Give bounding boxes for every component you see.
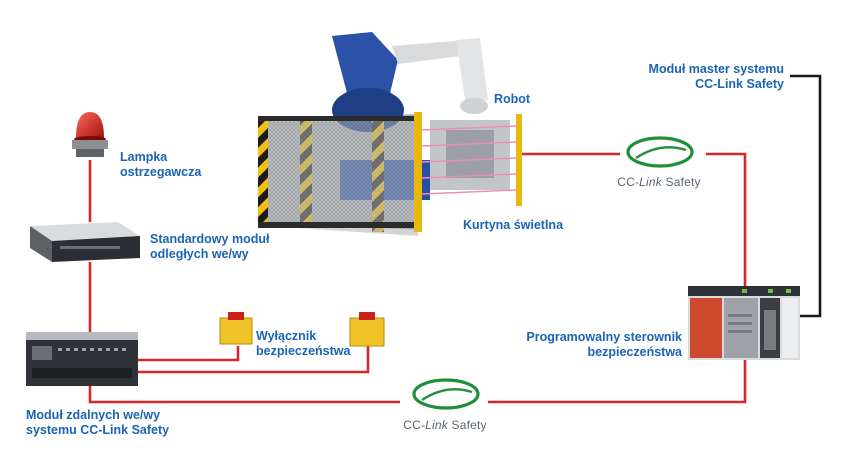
wire-remote-io-to-switch-a [138,346,240,362]
industrial-robot-icon [258,32,510,236]
label-plc-line1: Programowalny sterownik [526,330,682,344]
label-master-line2: CC-Link Safety [695,77,784,91]
label-lamp-line1: Lampka [120,150,168,164]
warning-lamp-icon [72,112,108,157]
remote-io-module-icon [30,222,140,262]
label-lamp-line2: ostrzegawcza [120,165,202,179]
label-standard-io: Standardowy moduł odległych we/wy [150,232,269,262]
cc-link-safety-logo [412,378,480,410]
label-master-line1: Moduł master systemu [648,62,784,76]
label-switch-line2: bezpieczeństwa [256,344,351,358]
label-light-curtain: Kurtyna świetlna [463,218,564,232]
logo-brand-safety: Safety [662,175,701,189]
cc-link-safety-logo [626,136,694,168]
label-std-line1: Standardowy moduł [150,232,270,246]
light-curtain-icon [414,112,522,232]
label-remote-line1: Moduł zdalnych we/wy [26,408,161,422]
cc-link-safety-logo-text-top: CC-Link Safety [604,175,714,189]
wire-logo-to-plc-bottom [488,360,747,404]
label-switch-line1: Wyłącznik [256,329,317,343]
label-remote-line2: systemu CC-Link Safety [26,423,170,437]
wire-remote-io-to-switch-b [138,346,370,374]
label-remote-io: Moduł zdalnych we/wy systemu CC-Link Saf… [26,408,169,438]
label-safety-switch: Wyłącznik bezpieczeństwa [256,329,350,359]
cc-link-remote-io-icon [26,332,138,386]
network-wires [88,152,747,404]
safety-switch-icon [219,312,253,345]
safety-switch-icon [349,312,385,347]
label-plc-line2: bezpieczeństwa [587,345,682,359]
wire-master-link [790,74,822,318]
label-safety-plc: Programowalny sterownik bezpieczeństwa [526,330,682,360]
label-std-line2: odległych we/wy [150,247,249,261]
label-warning-lamp: Lampka ostrzegawcza [120,150,201,180]
logo-brand-cc: CC- [617,175,640,189]
label-master-module: Moduł master systemu CC-Link Safety [649,62,784,92]
wire-remote-io-to-plc [88,386,400,404]
logo-brand-link: Link [425,418,448,432]
label-robot: Robot [494,92,531,106]
logo-brand-cc: CC- [403,418,426,432]
wire-logo-to-plc-top [706,152,747,286]
cc-link-safety-logo-text-bottom: CC-Link Safety [390,418,500,432]
logo-brand-safety: Safety [448,418,487,432]
logo-brand-link: Link [639,175,662,189]
safety-plc-icon [688,286,800,360]
